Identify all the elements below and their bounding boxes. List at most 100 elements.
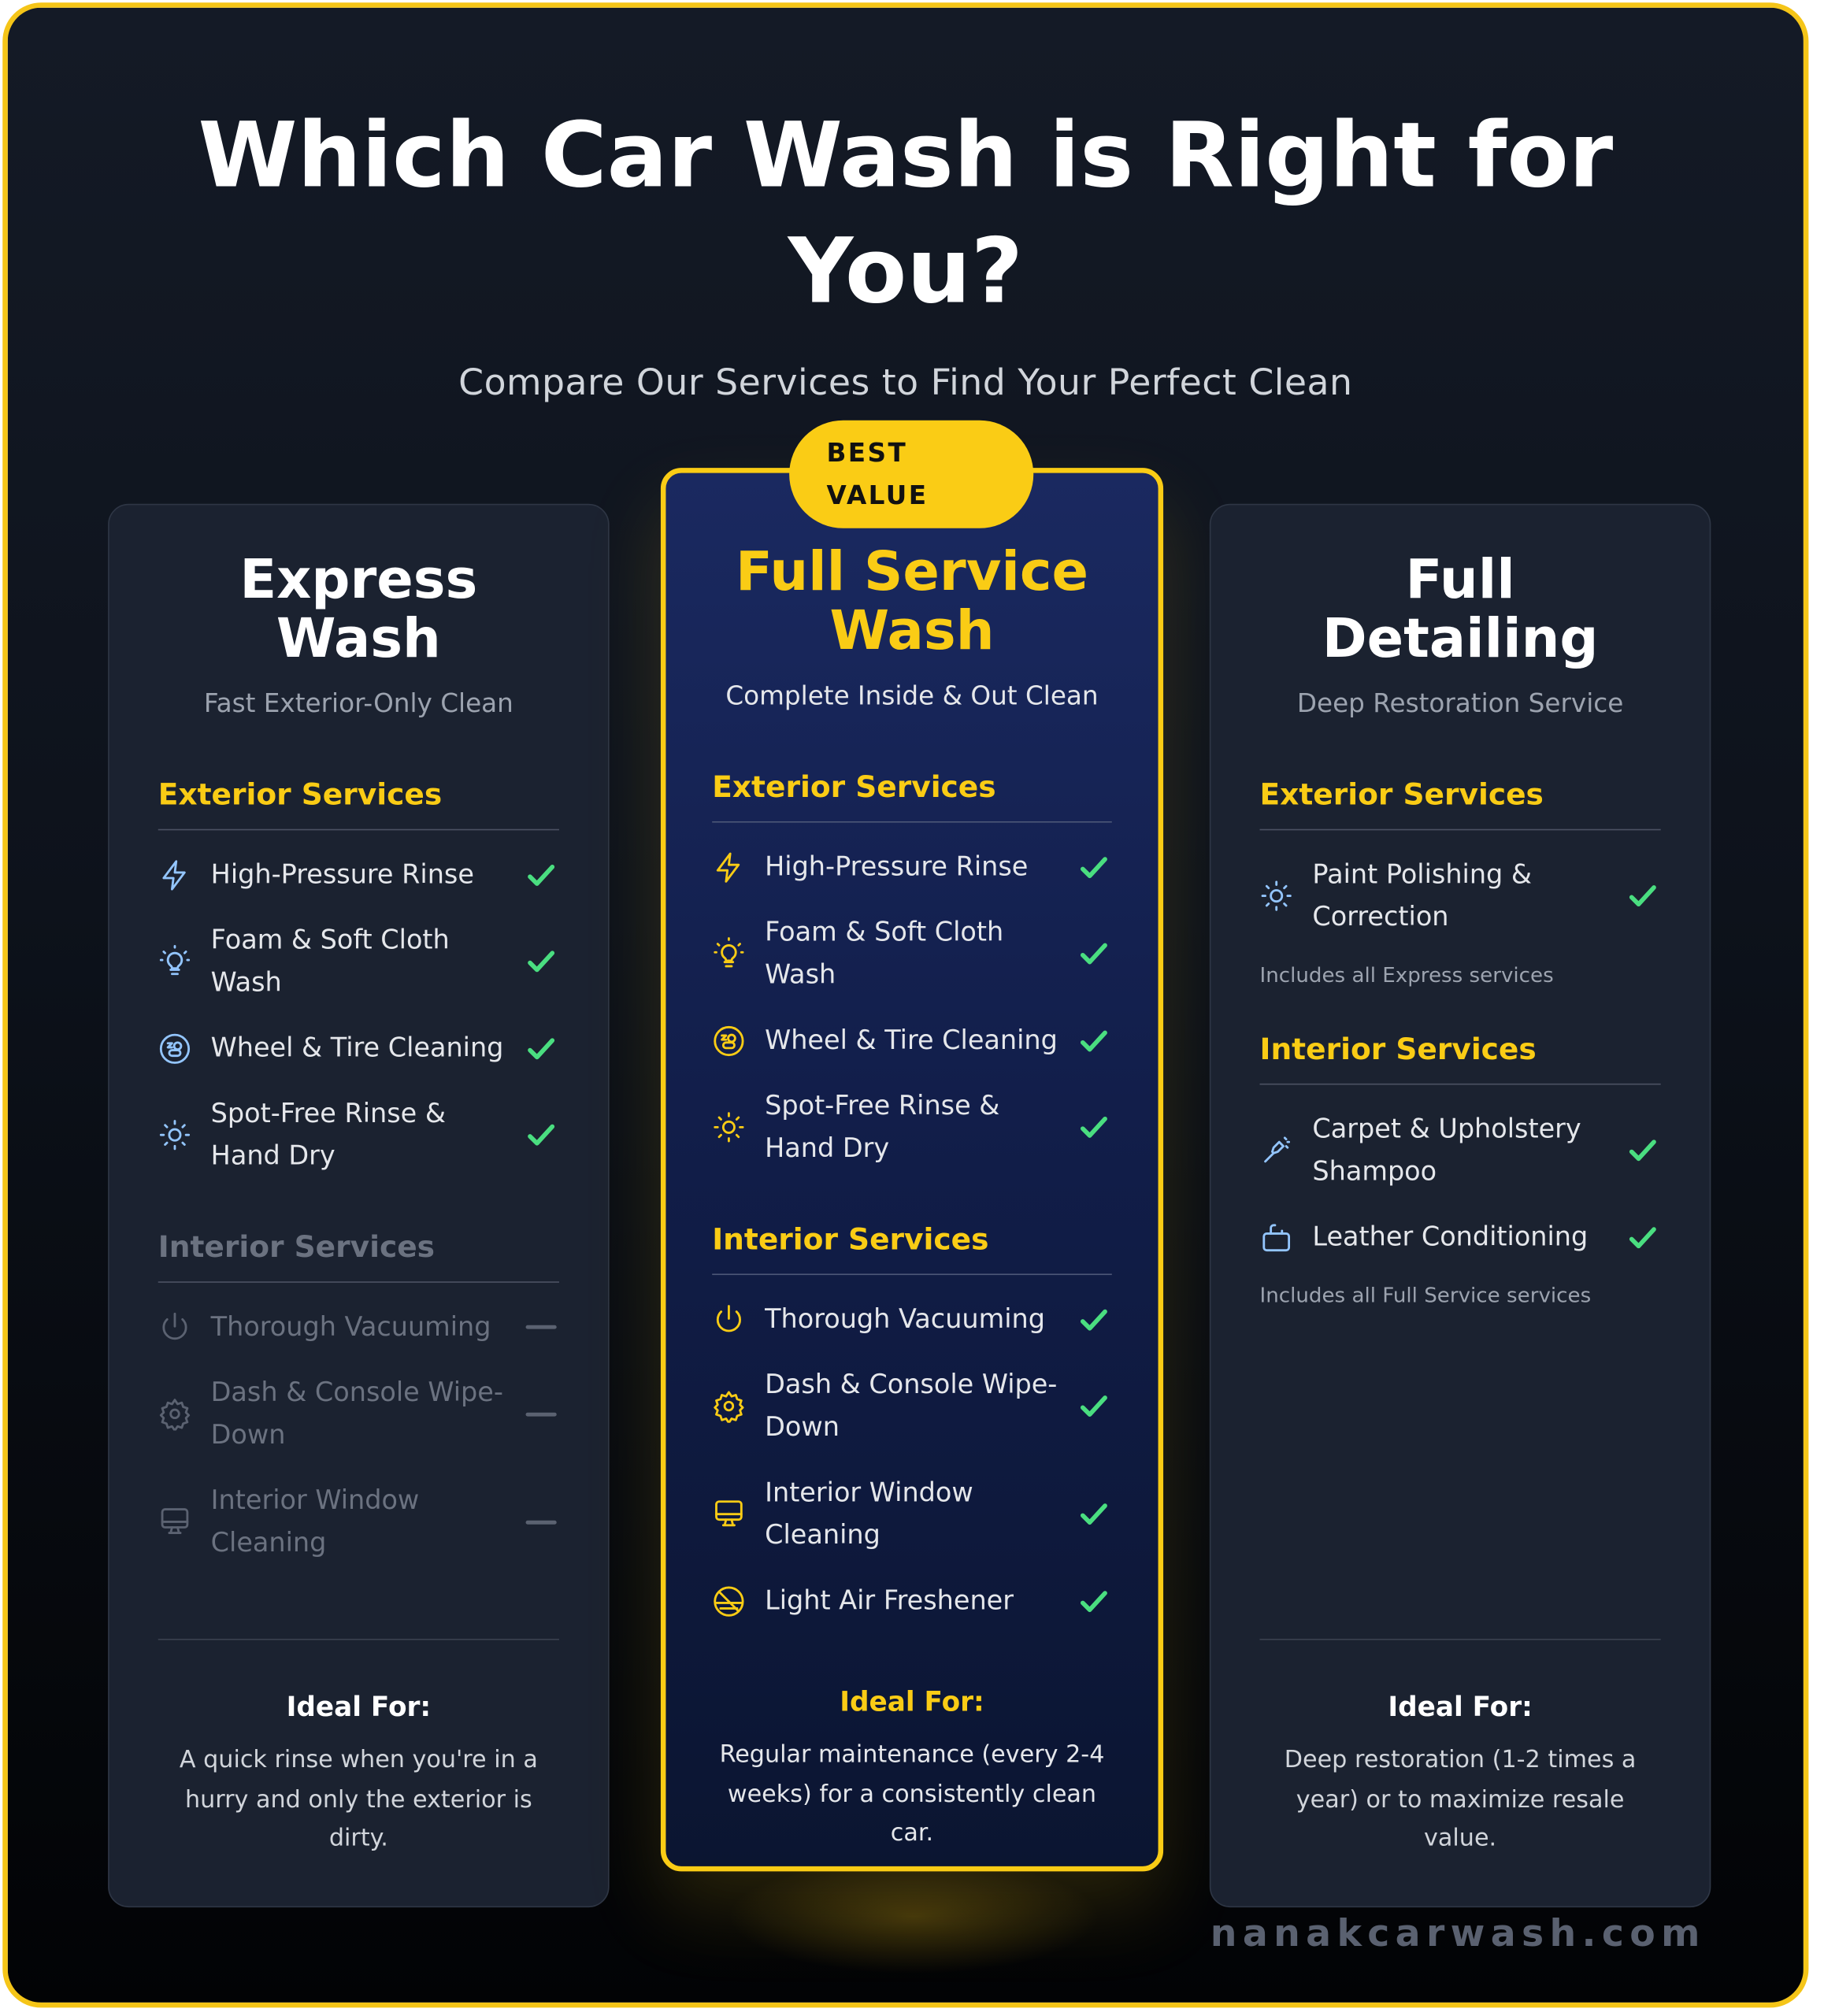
section-heading: Interior Services bbox=[712, 1221, 1112, 1276]
card-subtitle: Fast Exterior-Only Clean bbox=[203, 687, 513, 719]
wheel-icon bbox=[712, 1024, 745, 1057]
service-label: Foam & Soft Cloth Wash bbox=[210, 924, 450, 998]
service-label: Wheel & Tire Cleaning bbox=[210, 1032, 504, 1063]
service-label: Interior Window Cleaning bbox=[765, 1477, 973, 1551]
ideal-for-text: A quick rinse when you're in a hurry and… bbox=[179, 1747, 538, 1852]
check-icon bbox=[1625, 878, 1661, 914]
service-row-thorough-vacuuming: Thorough Vacuuming bbox=[158, 1295, 559, 1360]
service-row-leather-conditioning: Leather Conditioning bbox=[1259, 1204, 1660, 1269]
service-row-thorough-vacuuming: Thorough Vacuuming bbox=[712, 1287, 1112, 1352]
watermark: nanakcarwash.com bbox=[1210, 1910, 1706, 1955]
bag-icon bbox=[1259, 1221, 1292, 1254]
service-row-foam-soft-cloth-wash: Foam & Soft Cloth Wash bbox=[158, 907, 559, 1015]
lightbulb-icon bbox=[712, 937, 745, 970]
card-title: Full Service Wash bbox=[735, 539, 1089, 662]
service-label: Dash & Console Wipe-Down bbox=[210, 1377, 503, 1451]
service-label: Foam & Soft Cloth Wash bbox=[765, 916, 1004, 990]
section-heading: Interior Services bbox=[1259, 1031, 1661, 1085]
check-icon bbox=[1076, 1302, 1112, 1338]
service-label: Paint Polishing & Correction bbox=[1312, 858, 1532, 932]
service-list: Paint Polishing & Correction bbox=[1259, 830, 1660, 950]
check-icon bbox=[1076, 1388, 1112, 1425]
monitor-icon bbox=[712, 1497, 745, 1530]
section-heading: Exterior Services bbox=[1259, 776, 1661, 831]
ideal-for-heading: Ideal For: bbox=[286, 1691, 432, 1723]
card-subtitle: Complete Inside & Out Clean bbox=[725, 680, 1099, 711]
page-subtitle: Compare Our Services to Find Your Perfec… bbox=[458, 361, 1353, 404]
section-heading: Exterior Services bbox=[158, 776, 559, 831]
card-title: Express Wash bbox=[239, 547, 478, 670]
service-row-interior-window-cleaning: Interior Window Cleaning bbox=[158, 1468, 559, 1576]
no-smoking-icon bbox=[712, 1584, 745, 1618]
service-label: Spot-Free Rinse & Hand Dry bbox=[210, 1097, 446, 1171]
bolt-icon bbox=[712, 850, 745, 884]
service-label: Spot-Free Rinse & Hand Dry bbox=[765, 1090, 1000, 1164]
service-row-spot-free-rinse-hand-dry: Spot-Free Rinse & Hand Dry bbox=[712, 1073, 1112, 1181]
check-icon bbox=[523, 1030, 559, 1066]
best-value-badge: BEST VALUE bbox=[789, 420, 1034, 528]
service-label: Light Air Freshener bbox=[765, 1584, 1014, 1616]
check-icon bbox=[523, 943, 559, 980]
check-icon bbox=[1625, 1219, 1661, 1255]
service-label: Dash & Console Wipe-Down bbox=[765, 1369, 1058, 1443]
power-icon bbox=[712, 1303, 745, 1336]
service-label: Thorough Vacuuming bbox=[210, 1310, 491, 1342]
service-row-interior-window-cleaning: Interior Window Cleaning bbox=[712, 1460, 1112, 1568]
lightbulb-icon bbox=[158, 944, 191, 978]
ideal-for: Ideal For:Regular maintenance (every 2-4… bbox=[712, 1682, 1112, 1854]
service-row-wheel-tire-cleaning: Wheel & Tire Cleaning bbox=[158, 1015, 559, 1080]
service-row-light-air-freshener: Light Air Freshener bbox=[712, 1568, 1112, 1633]
monitor-icon bbox=[158, 1505, 191, 1538]
card-subtitle: Deep Restoration Service bbox=[1296, 687, 1624, 719]
gear-icon bbox=[712, 1389, 745, 1423]
bolt-icon bbox=[158, 858, 191, 891]
check-icon bbox=[1076, 1496, 1112, 1532]
check-icon bbox=[1625, 1132, 1661, 1169]
page-title: Which Car Wash is Right for You? bbox=[198, 102, 1614, 324]
sun-icon bbox=[712, 1110, 745, 1143]
section-heading: Interior Services bbox=[158, 1228, 559, 1283]
spray-icon bbox=[1259, 1134, 1292, 1167]
check-icon bbox=[523, 1117, 559, 1153]
check-icon bbox=[1076, 1110, 1112, 1146]
check-icon bbox=[1076, 936, 1112, 972]
service-row-dash-console-wipe-down: Dash & Console Wipe-Down bbox=[712, 1352, 1112, 1460]
dash-icon bbox=[523, 1309, 559, 1345]
ideal-for-heading: Ideal For: bbox=[1388, 1691, 1533, 1723]
dash-mark bbox=[525, 1325, 557, 1329]
service-row-spot-free-rinse-hand-dry: Spot-Free Rinse & Hand Dry bbox=[158, 1081, 559, 1189]
wheel-icon bbox=[158, 1032, 191, 1065]
service-label: High-Pressure Rinse bbox=[765, 850, 1029, 882]
sun-icon bbox=[1259, 879, 1292, 912]
check-icon bbox=[1076, 849, 1112, 885]
ideal-for: Ideal For: A quick rinse when you're in a… bbox=[158, 1638, 559, 1859]
gear-icon bbox=[158, 1397, 191, 1431]
featured-glow bbox=[727, 1858, 1101, 1974]
service-label: Leather Conditioning bbox=[1312, 1221, 1589, 1252]
service-label: High-Pressure Rinse bbox=[210, 858, 474, 890]
section-note: Includes all Full Service services bbox=[1259, 1282, 1592, 1307]
service-row-foam-soft-cloth-wash: Foam & Soft Cloth Wash bbox=[712, 899, 1112, 1007]
section-heading: Exterior Services bbox=[712, 769, 1112, 823]
service-row-dash-console-wipe-down: Dash & Console Wipe-Down bbox=[158, 1360, 559, 1468]
service-label: Thorough Vacuuming bbox=[765, 1303, 1045, 1335]
service-row-high-pressure-rinse: High-Pressure Rinse bbox=[158, 842, 559, 907]
dash-icon bbox=[523, 1395, 559, 1432]
service-label: Wheel & Tire Cleaning bbox=[765, 1024, 1058, 1055]
dash-mark bbox=[525, 1519, 557, 1524]
service-row-wheel-tire-cleaning: Wheel & Tire Cleaning bbox=[712, 1008, 1112, 1073]
